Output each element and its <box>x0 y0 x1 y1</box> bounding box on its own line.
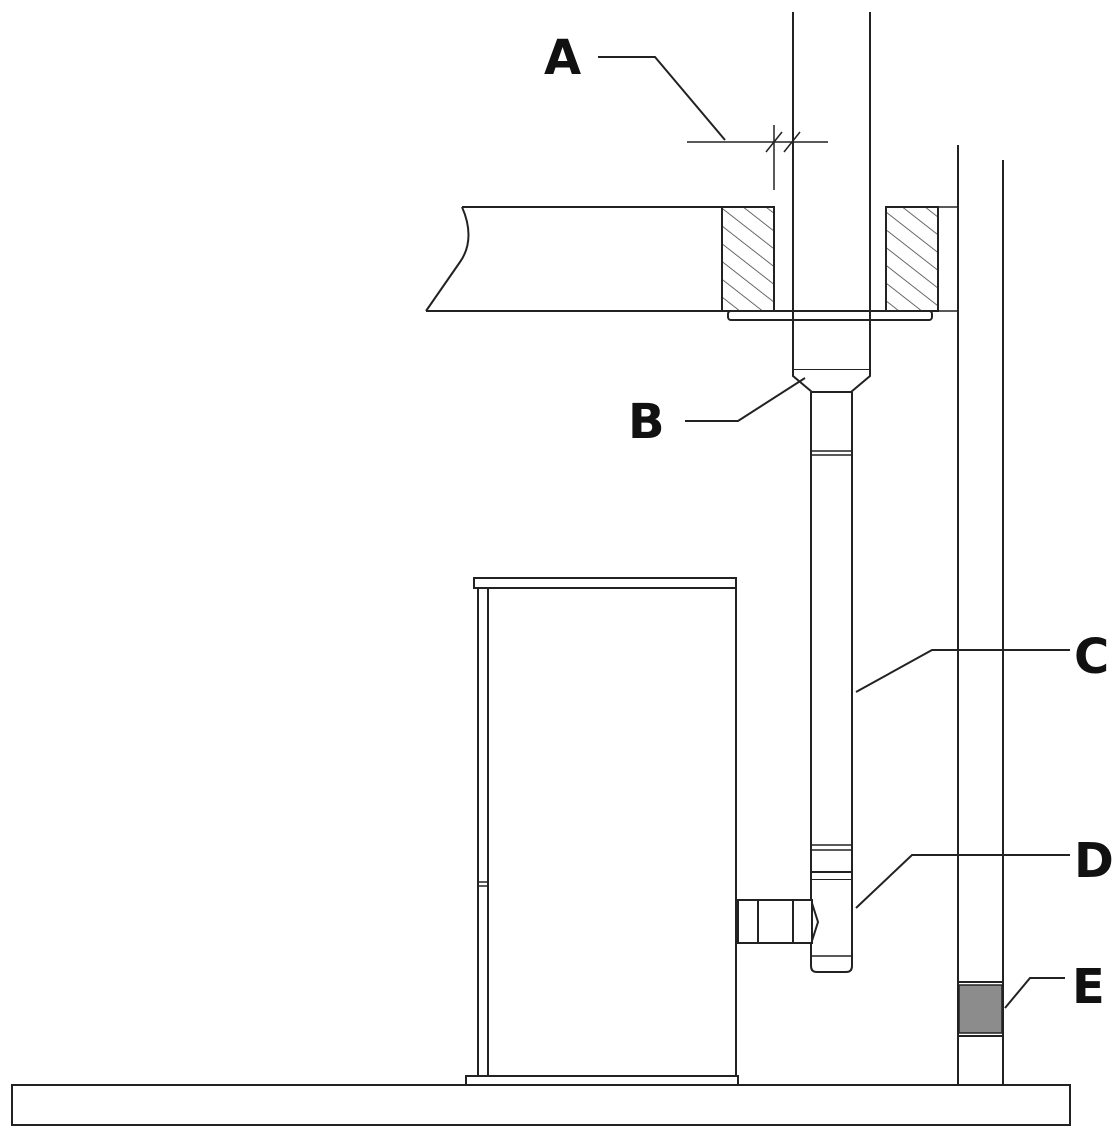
leader-lines <box>598 56 1070 1009</box>
stove-pipe <box>810 392 853 880</box>
ceiling-slab <box>425 206 939 321</box>
wall <box>938 145 1004 1085</box>
stove <box>465 577 739 1086</box>
floor <box>11 1084 1071 1126</box>
adapter <box>792 370 871 393</box>
label-e: E <box>1072 959 1105 1015</box>
wall-spacer <box>958 981 1003 1037</box>
label-c: C <box>1074 629 1109 685</box>
label-b: B <box>628 394 665 450</box>
tee-connector <box>810 871 853 973</box>
label-d: D <box>1074 833 1114 889</box>
clearance-dimension <box>687 125 828 190</box>
horizontal-connector <box>737 899 813 944</box>
label-a: A <box>544 30 581 86</box>
